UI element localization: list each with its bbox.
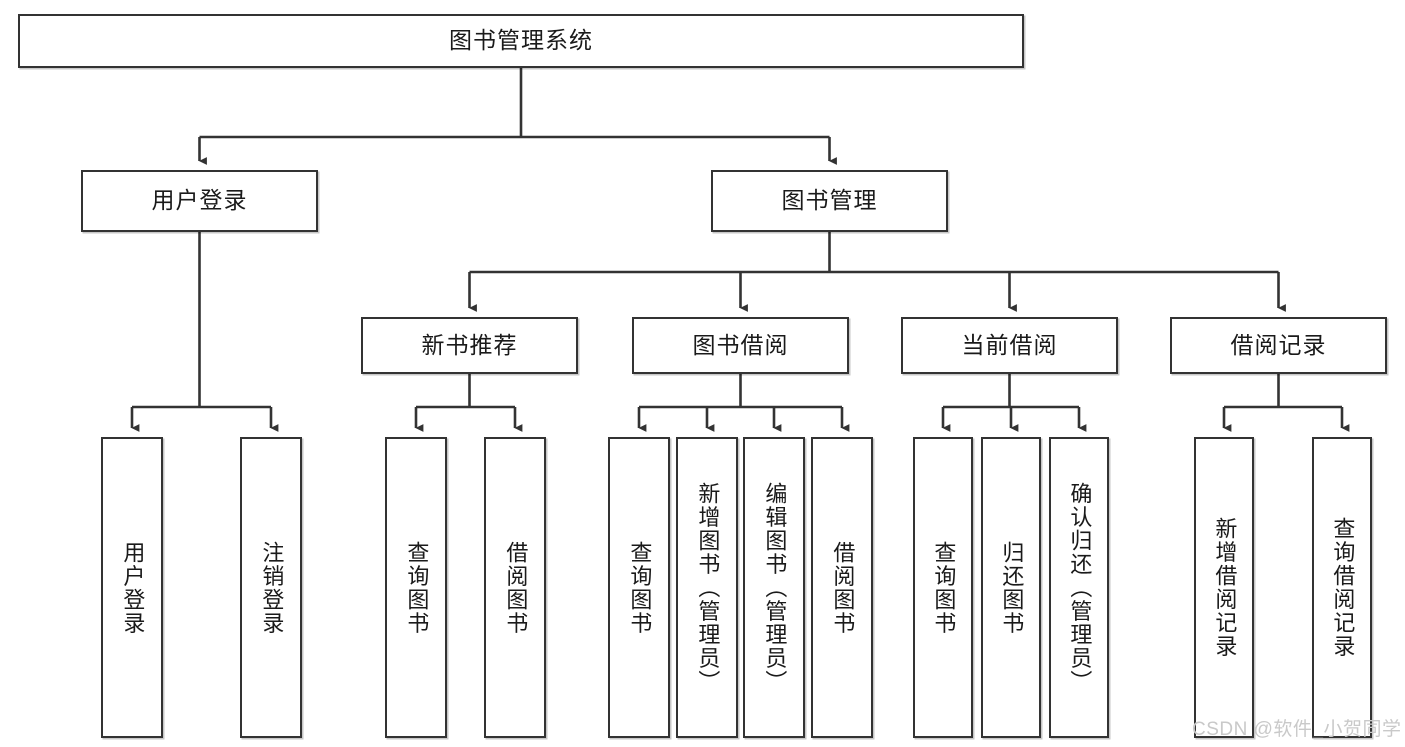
node-label: 编辑图书（管理员） [762, 481, 788, 694]
node-label: 新书推荐 [421, 331, 518, 358]
node-level3-0: 新书推荐 [361, 317, 578, 374]
node-label: 新增借阅记录 [1212, 517, 1238, 658]
node-leaf-6: 编辑图书（管理员） [743, 437, 805, 738]
node-leaf-1: 注销登录 [240, 437, 302, 738]
node-label: 新增图书（管理员） [695, 481, 721, 694]
node-leaf-9: 归还图书 [981, 437, 1041, 738]
csdn-watermark: CSDN @软件_小贺同学 [1192, 719, 1402, 740]
node-leaf-7: 借阅图书 [811, 437, 873, 738]
node-label: 查询图书 [627, 540, 653, 635]
node-level3-1: 图书借阅 [632, 317, 849, 374]
node-level3-2: 当前借阅 [901, 317, 1118, 374]
node-label: 注销登录 [259, 540, 285, 635]
node-leaf-11: 新增借阅记录 [1194, 437, 1254, 738]
node-label: 借阅图书 [503, 540, 529, 635]
node-leaf-10: 确认归还（管理员） [1049, 437, 1109, 738]
node-label: 确认归还（管理员） [1067, 481, 1093, 694]
node-level3-3: 借阅记录 [1170, 317, 1387, 374]
node-leaf-4: 查询图书 [608, 437, 670, 738]
node-label: 借阅图书 [830, 540, 856, 635]
node-leaf-5: 新增图书（管理员） [676, 437, 738, 738]
node-level2-0: 用户登录 [81, 170, 318, 232]
node-label: 借阅记录 [1230, 331, 1327, 358]
node-root: 图书管理系统 [18, 14, 1024, 68]
node-label: 当前借阅 [961, 331, 1058, 358]
node-label: 图书管理 [781, 187, 878, 214]
node-label: 查询借阅记录 [1330, 517, 1356, 658]
node-leaf-12: 查询借阅记录 [1312, 437, 1372, 738]
node-label: 图书借阅 [692, 331, 789, 358]
node-label: 用户登录 [151, 187, 248, 214]
node-leaf-2: 查询图书 [385, 437, 447, 738]
node-leaf-3: 借阅图书 [484, 437, 546, 738]
node-leaf-0: 用户登录 [101, 437, 163, 738]
node-label: 归还图书 [999, 540, 1025, 635]
node-label: 查询图书 [931, 540, 957, 635]
node-level2-1: 图书管理 [711, 170, 948, 232]
node-leaf-8: 查询图书 [913, 437, 973, 738]
node-label: 图书管理系统 [449, 27, 593, 54]
node-label: 用户登录 [120, 540, 146, 635]
node-label: 查询图书 [404, 540, 430, 635]
